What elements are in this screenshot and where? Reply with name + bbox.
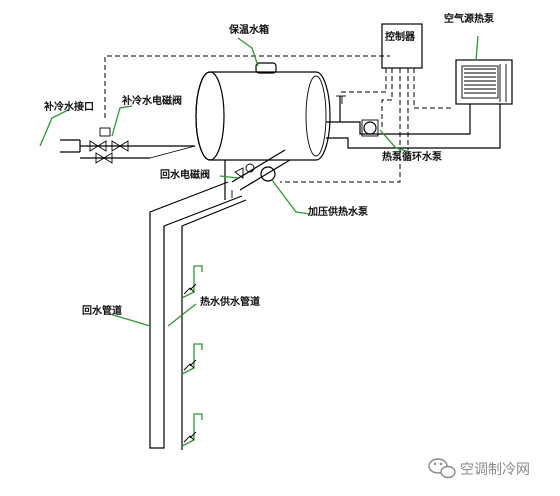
label-cold-inlet: 补冷水接口 [43, 100, 94, 113]
label-circulation-pump: 热泵循环水泵 [382, 150, 443, 163]
label-return-valve: 回水电磁阀 [160, 168, 210, 181]
watermark: 空调制冷网 [428, 458, 530, 479]
cold-water-line [60, 127, 196, 164]
circulation-lines [326, 95, 501, 149]
heat-pump-unit [455, 59, 513, 105]
control-wiring [104, 55, 452, 183]
booster-assembly [224, 149, 291, 200]
circulation-pump-symbol [363, 121, 377, 135]
outlet-upper [181, 265, 203, 299]
booster-pump-symbol [260, 166, 276, 182]
controller-box [381, 23, 423, 69]
label-booster-pump: 加压供热水泵 [307, 205, 369, 218]
riser-pipes [149, 181, 247, 450]
label-return-pipe: 回水管道 [82, 304, 122, 317]
label-tank: 保温水箱 [228, 23, 269, 36]
leader-lines [39, 35, 479, 327]
outlet-lower [181, 413, 203, 447]
label-cold-valve: 补冷水电磁阀 [121, 94, 182, 107]
storage-tank [195, 62, 331, 161]
watermark-text: 空调制冷网 [460, 462, 530, 478]
label-heat-pump: 空气源热泵 [444, 12, 495, 25]
label-controller: 控制器 [385, 30, 416, 43]
outlet-middle [181, 343, 203, 375]
wechat-icon [428, 458, 456, 479]
label-supply-pipe: 热水供水管道 [200, 295, 260, 308]
